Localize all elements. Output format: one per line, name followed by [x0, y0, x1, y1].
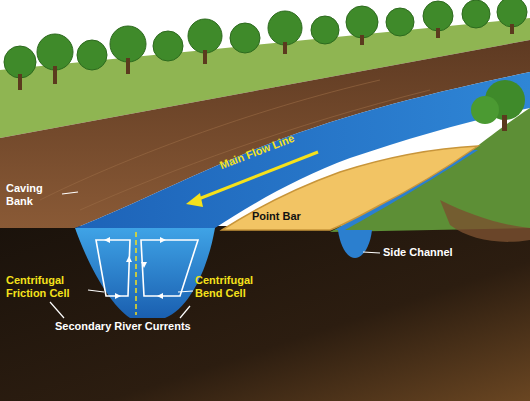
channel-label: Side Channel — [383, 246, 453, 259]
cell-label: Centrifugal Bend Cell — [195, 274, 277, 300]
caption-label: Secondary River Currents — [55, 320, 191, 333]
flow-label: Main Flow Line — [218, 132, 296, 172]
point-bar-label: Point Bar — [252, 210, 301, 223]
bank-label: Caving Bank — [6, 182, 62, 208]
cell-label: Centrifugal Friction Cell — [6, 274, 88, 300]
